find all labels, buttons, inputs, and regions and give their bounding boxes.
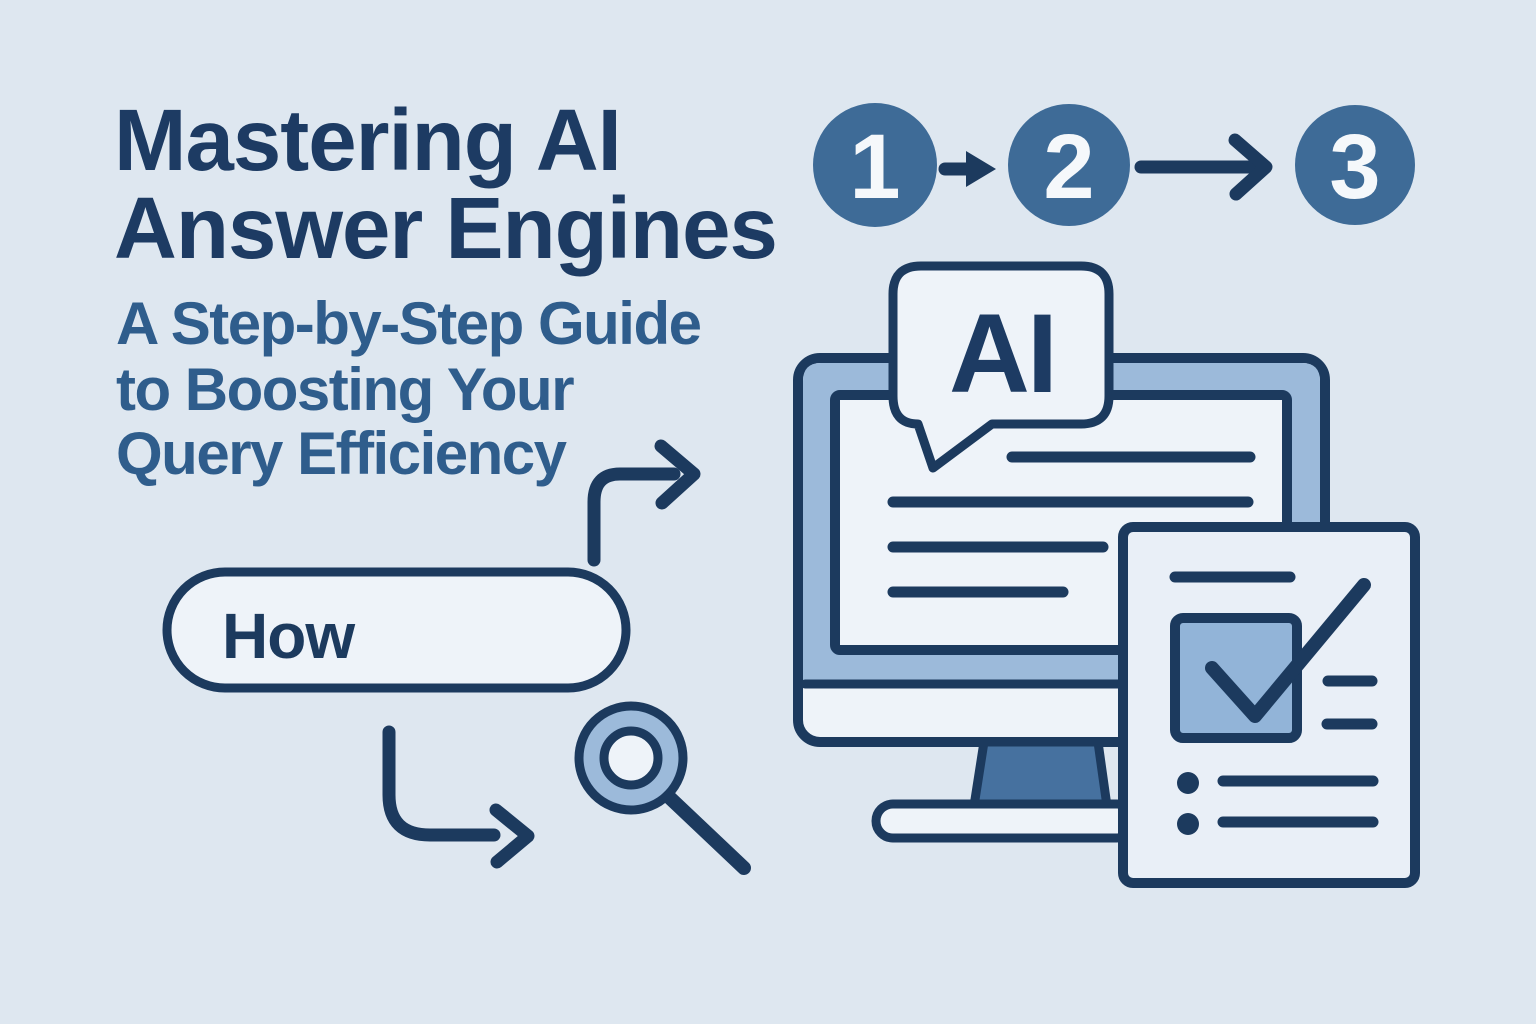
subtitle-line-1: A Step-by-Step Guide bbox=[116, 290, 701, 357]
search-pill bbox=[162, 567, 631, 693]
step-circle-1: 1 bbox=[813, 103, 937, 227]
arrow-right-long-icon bbox=[1134, 133, 1273, 201]
monitor-stand bbox=[969, 737, 1112, 811]
screen-text-lines bbox=[887, 451, 1256, 598]
bullet-dot bbox=[1177, 772, 1199, 794]
magnifier-lens bbox=[599, 726, 663, 790]
checkmark-icon bbox=[1205, 578, 1371, 723]
steps-flow: 1 2 3 bbox=[813, 103, 1415, 227]
headline-group: Mastering AI Answer Engines bbox=[114, 92, 778, 277]
step-circle-2: 2 bbox=[1008, 104, 1130, 226]
step-1-circle bbox=[813, 103, 937, 227]
subtitle-line-2: to Boosting Your bbox=[116, 356, 574, 423]
bullet-list bbox=[1177, 772, 1379, 835]
document-icon bbox=[1118, 522, 1420, 888]
step-3-circle bbox=[1295, 105, 1415, 225]
ai-badge-label: AI bbox=[949, 291, 1055, 416]
step-2-circle bbox=[1008, 104, 1130, 226]
step-1-number: 1 bbox=[849, 116, 900, 218]
step-3-number: 3 bbox=[1329, 116, 1380, 218]
subtitle-line-3: Query Efficiency bbox=[116, 420, 568, 487]
headline-line-1: Mastering AI bbox=[114, 92, 621, 189]
magnifier-icon bbox=[574, 701, 751, 875]
search-bar: How bbox=[162, 567, 631, 693]
arrow-right-short-icon bbox=[938, 151, 996, 187]
step-2-number: 2 bbox=[1043, 116, 1094, 218]
magnifier-handle bbox=[662, 790, 751, 875]
speech-bubble-shape bbox=[888, 261, 1114, 473]
step-circle-3: 3 bbox=[1295, 105, 1415, 225]
bullet-dot bbox=[1177, 813, 1199, 835]
headline-line-2: Answer Engines bbox=[114, 180, 777, 277]
document-side-dashes bbox=[1321, 675, 1378, 730]
subtitle-group: A Step-by-Step Guide to Boosting Your Qu… bbox=[116, 290, 702, 487]
monitor-base bbox=[871, 799, 1139, 843]
elbow-arrow-up-icon bbox=[587, 439, 701, 567]
search-query-text: How bbox=[222, 600, 355, 672]
elbow-arrow-down-icon bbox=[382, 725, 535, 869]
ai-speech-bubble: AI bbox=[888, 261, 1114, 473]
